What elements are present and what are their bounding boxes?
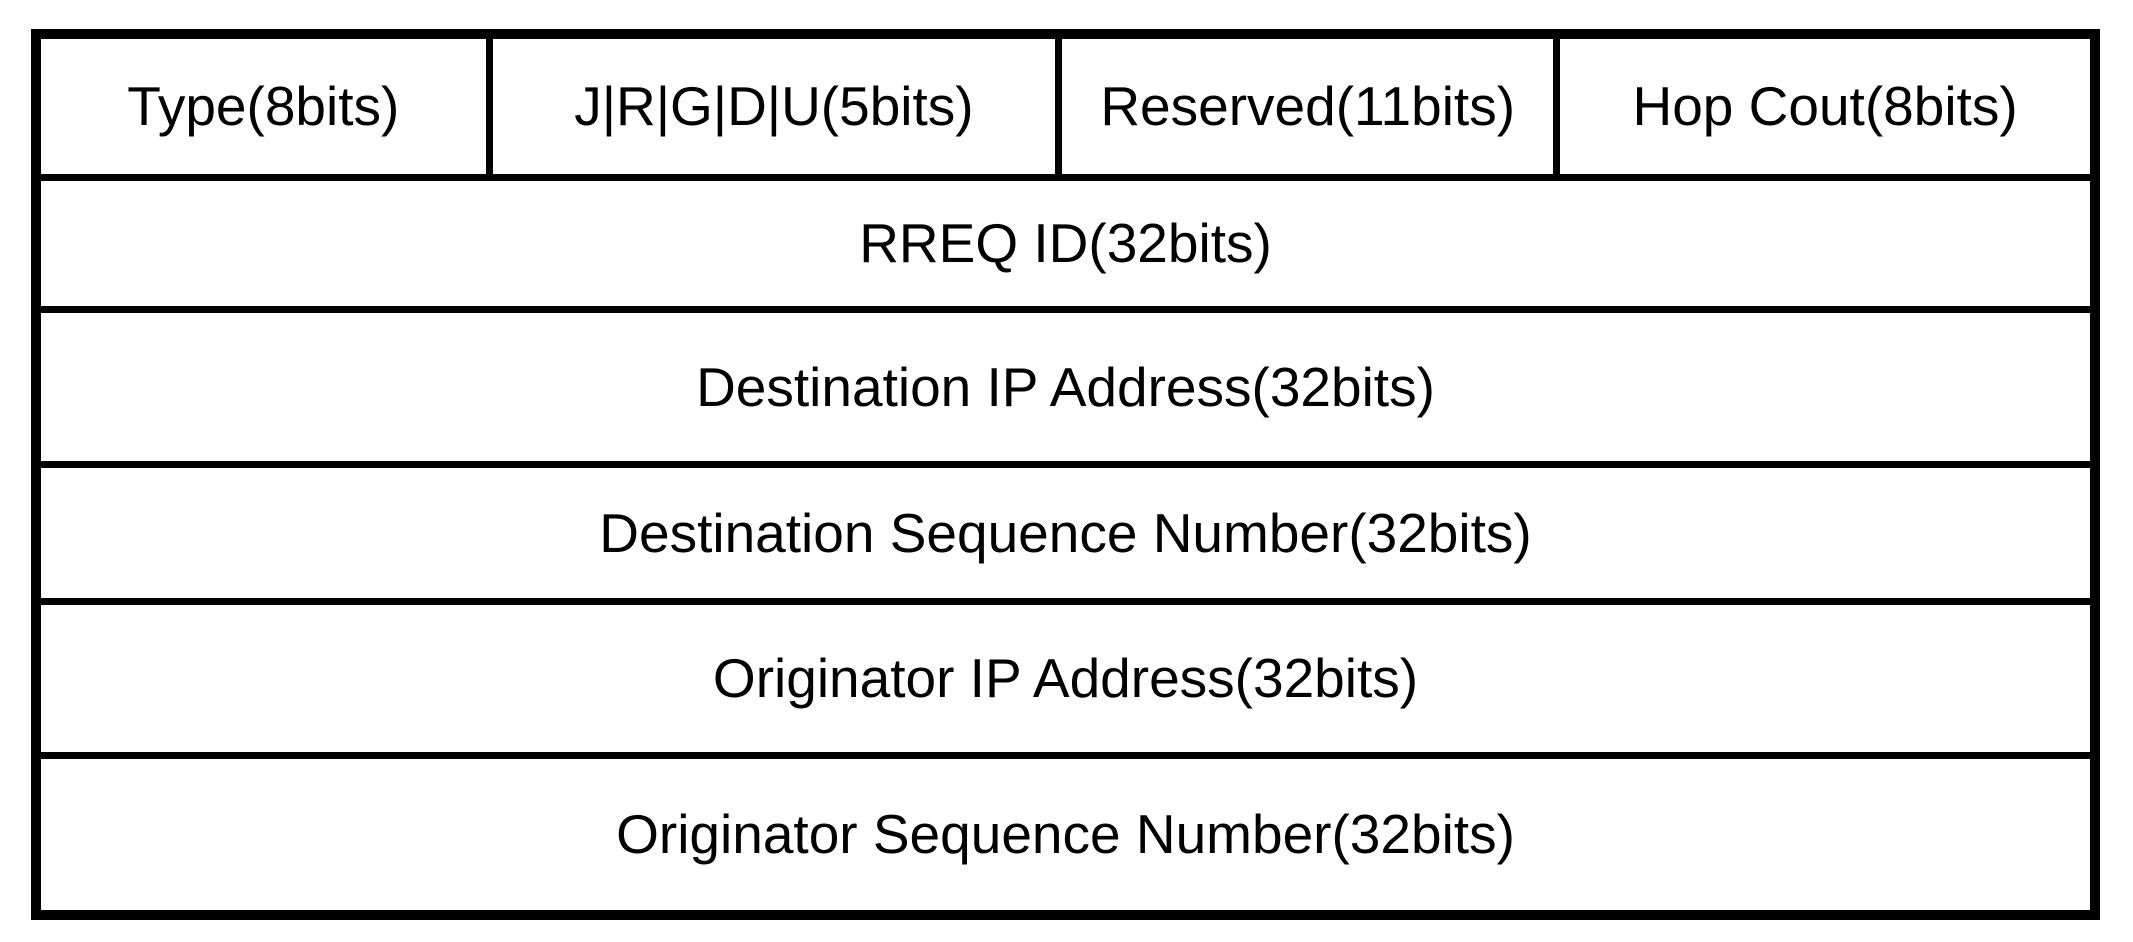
packet-row-originator-ip: Originator IP Address(32bits) bbox=[41, 598, 2090, 752]
field-reserved: Reserved(11bits) bbox=[1055, 39, 1553, 174]
field-hop-count: Hop Cout(8bits) bbox=[1553, 39, 2090, 174]
field-rreq-id: RREQ ID(32bits) bbox=[859, 212, 1272, 275]
packet-row-originator-sequence: Originator Sequence Number(32bits) bbox=[41, 752, 2090, 910]
packet-row-destination-sequence: Destination Sequence Number(32bits) bbox=[41, 461, 2090, 598]
field-originator-sequence-number: Originator Sequence Number(32bits) bbox=[616, 803, 1515, 866]
field-type: Type(8bits) bbox=[127, 75, 400, 138]
field-destination-ip-address: Destination IP Address(32bits) bbox=[696, 355, 1435, 418]
field-originator-ip-address: Originator IP Address(32bits) bbox=[712, 647, 1419, 710]
field-flags-jrgdu: J|R|G|D|U(5bits) bbox=[485, 39, 1056, 174]
packet-row-destination-ip: Destination IP Address(32bits) bbox=[41, 306, 2090, 461]
packet-table: Type(8bits) J|R|G|D|U(5bits) Reserved(11… bbox=[31, 29, 2100, 920]
packet-header-row: Type(8bits) J|R|G|D|U(5bits) Reserved(11… bbox=[41, 39, 2090, 174]
packet-row-rreq-id: RREQ ID(32bits) bbox=[41, 174, 2090, 306]
field-destination-sequence-number: Destination Sequence Number(32bits) bbox=[599, 501, 1532, 564]
